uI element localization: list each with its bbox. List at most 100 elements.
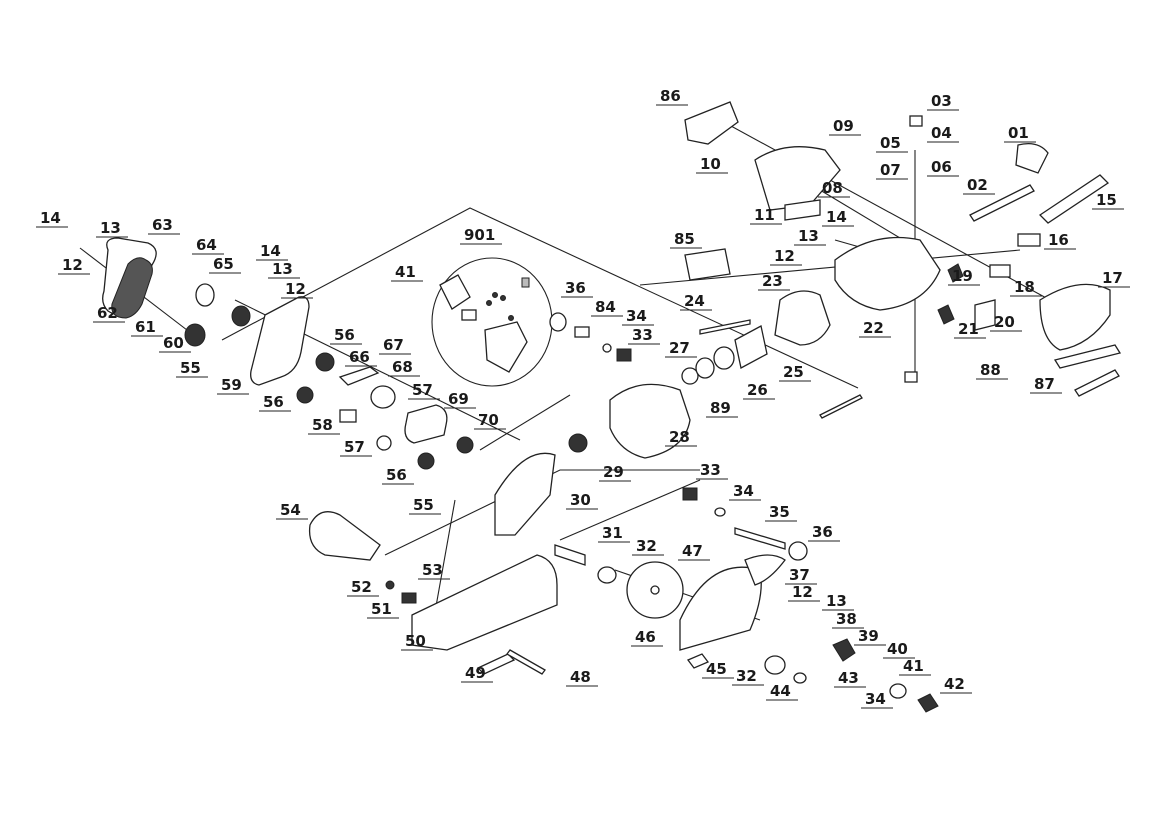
part-label-l84: 84	[595, 298, 616, 316]
part-label-l901: 901	[464, 226, 495, 244]
part-label-l33a: 33	[632, 326, 653, 344]
part-label-l87: 87	[1034, 375, 1055, 393]
part-label-l59: 59	[221, 376, 242, 394]
part-label-l64: 64	[196, 236, 217, 254]
part-label-l41a: 41	[395, 263, 416, 281]
part-label-l89: 89	[710, 399, 731, 417]
part-label-l27: 27	[669, 339, 690, 357]
part-label-l34b: 34	[733, 482, 754, 500]
part-label-l23: 23	[762, 272, 783, 290]
part-label-l36b: 36	[812, 523, 833, 541]
part-label-l22: 22	[863, 319, 884, 337]
part-label-l07: 07	[880, 161, 901, 179]
part-label-l88: 88	[980, 361, 1001, 379]
part-label-l48: 48	[570, 668, 591, 686]
part-label-l05: 05	[880, 134, 901, 152]
part-label-l58: 58	[312, 416, 333, 434]
part-label-l55a: 55	[180, 359, 201, 377]
part-label-l10: 10	[700, 155, 721, 173]
part-label-l32b: 32	[736, 667, 757, 685]
part-label-l36a: 36	[565, 279, 586, 297]
part-label-l68: 68	[392, 358, 413, 376]
part-label-l47: 47	[682, 542, 703, 560]
part-label-l63: 63	[152, 216, 173, 234]
part-label-l13a: 13	[100, 219, 121, 237]
part-label-l30: 30	[570, 491, 591, 509]
part-label-l67: 67	[383, 336, 404, 354]
part-label-l50: 50	[405, 632, 426, 650]
part-label-l41b: 41	[903, 657, 924, 675]
part-label-l37: 37	[789, 566, 810, 584]
housing-and-cord-parts	[684, 101, 1122, 419]
part-label-l32a: 32	[636, 537, 657, 555]
part-label-l60: 60	[163, 334, 184, 352]
part-label-l69: 69	[448, 390, 469, 408]
part-label-l35: 35	[769, 503, 790, 521]
part-label-l49: 49	[465, 664, 486, 682]
part-label-l09: 09	[833, 117, 854, 135]
part-label-l62: 62	[97, 304, 118, 322]
part-label-l52: 52	[351, 578, 372, 596]
part-label-l13b: 13	[272, 260, 293, 278]
part-label-l21: 21	[958, 320, 979, 338]
part-label-l25: 25	[783, 363, 804, 381]
part-label-l57a: 57	[412, 381, 433, 399]
part-label-l08: 08	[822, 179, 843, 197]
base-plate-parts	[308, 511, 558, 675]
part-label-l14a: 14	[40, 209, 61, 227]
part-label-l40: 40	[887, 640, 908, 658]
part-label-l18: 18	[1014, 278, 1035, 296]
part-label-l11: 11	[754, 206, 775, 224]
part-label-l56c: 56	[386, 466, 407, 484]
part-label-l12b: 12	[285, 280, 306, 298]
part-label-l12d: 12	[792, 583, 813, 601]
part-label-l70: 70	[478, 411, 499, 429]
part-label-l14b: 14	[260, 242, 281, 260]
part-label-l38: 38	[836, 610, 857, 628]
part-label-l86: 86	[660, 87, 681, 105]
part-label-l12a: 12	[62, 256, 83, 274]
detail-circle-901	[431, 257, 553, 387]
part-label-l34a: 34	[626, 307, 647, 325]
part-label-l34c: 34	[865, 690, 886, 708]
part-label-l13d: 13	[826, 592, 847, 610]
part-label-l04: 04	[931, 124, 952, 142]
part-label-l54: 54	[280, 501, 301, 519]
part-label-l26: 26	[747, 381, 768, 399]
part-label-l43: 43	[838, 669, 859, 687]
part-label-l24: 24	[684, 292, 705, 310]
part-label-l12c: 12	[774, 247, 795, 265]
part-label-l42: 42	[944, 675, 965, 693]
part-label-l56b: 56	[263, 393, 284, 411]
part-label-l66: 66	[349, 348, 370, 366]
part-label-l31: 31	[602, 524, 623, 542]
part-label-l45: 45	[706, 660, 727, 678]
part-label-l17: 17	[1102, 269, 1123, 287]
part-label-l61: 61	[135, 318, 156, 336]
part-label-l65: 65	[213, 255, 234, 273]
part-label-l33b: 33	[700, 461, 721, 479]
part-label-l44: 44	[770, 682, 791, 700]
part-label-l15: 15	[1096, 191, 1117, 209]
part-label-l46: 46	[635, 628, 656, 646]
part-label-l06: 06	[931, 158, 952, 176]
part-label-l16: 16	[1048, 231, 1069, 249]
part-label-l20: 20	[994, 313, 1015, 331]
part-label-l14c: 14	[826, 208, 847, 226]
part-label-l85: 85	[674, 230, 695, 248]
part-label-l03: 03	[931, 92, 952, 110]
part-label-l39: 39	[858, 627, 879, 645]
part-label-l29: 29	[603, 463, 624, 481]
part-label-l57b: 57	[344, 438, 365, 456]
part-label-l13c: 13	[798, 227, 819, 245]
motor-and-blade-parts	[494, 290, 939, 713]
part-label-l53: 53	[422, 561, 443, 579]
part-label-l01: 01	[1008, 124, 1029, 142]
part-label-l55b: 55	[413, 496, 434, 514]
part-number-labels: 0102030405060708091011121212121313131314…	[36, 87, 1130, 709]
part-label-l02: 02	[967, 176, 988, 194]
part-label-l19: 19	[952, 267, 973, 285]
belt-drive-parts	[102, 237, 474, 470]
part-label-l28: 28	[669, 428, 690, 446]
